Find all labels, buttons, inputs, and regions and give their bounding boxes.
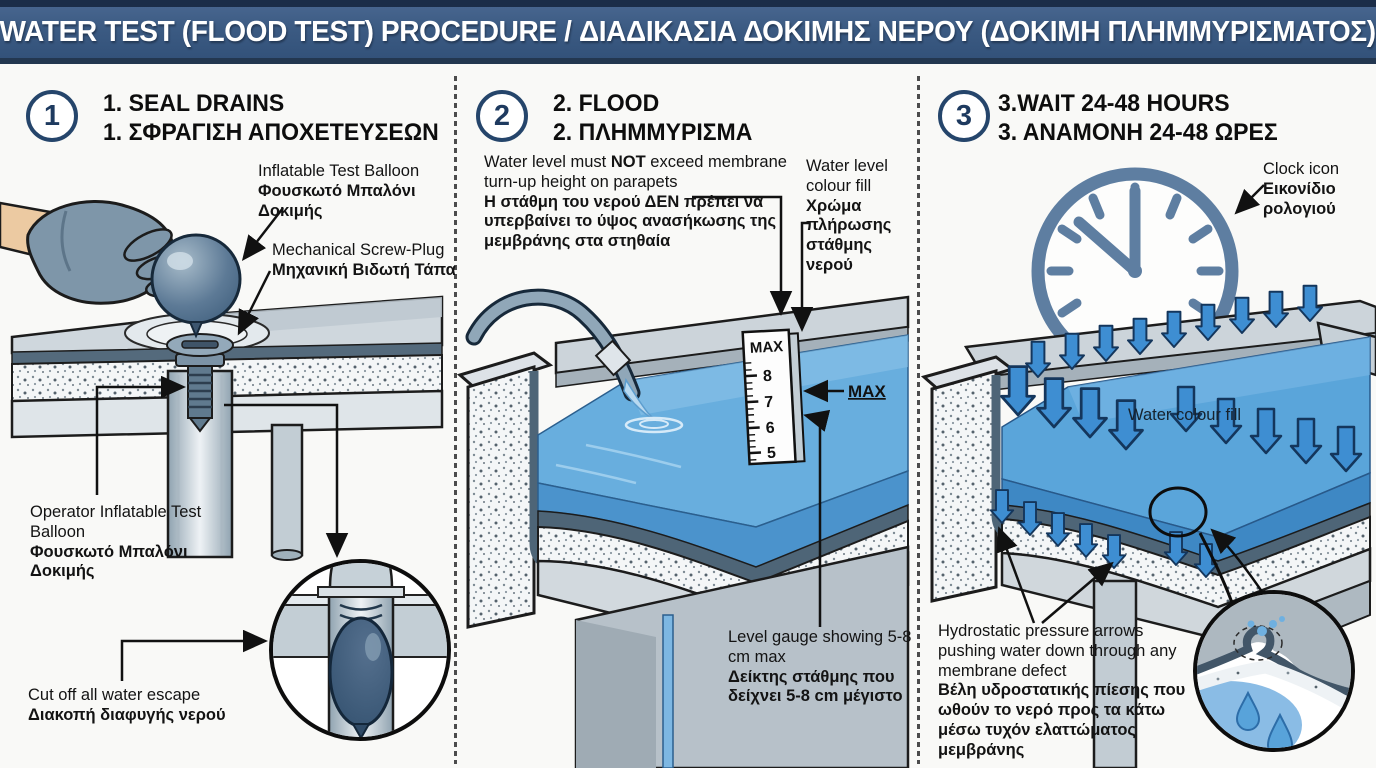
label-inflatable-test-balloon-el: Φουσκωτό Μπαλόνι Δοκιμής <box>258 181 416 220</box>
note-el: Η στάθμη του νερού ΔΕΝ πρέπει να υπερβαί… <box>484 192 777 251</box>
drain-water-column <box>662 614 674 768</box>
detail-membrane-defect <box>1197 594 1351 748</box>
max-callout: MAX <box>803 379 886 403</box>
step-2-digit: 2 <box>493 99 511 132</box>
step-2-number: 2 <box>476 90 528 142</box>
back-parapet <box>554 295 910 388</box>
step-3-digit: 3 <box>955 99 973 132</box>
label-hydrostatic-note-en: Hydrostatic pressure arrows pushing wate… <box>938 622 1177 680</box>
callout-lines-step2 <box>692 195 831 627</box>
note-en-bold: NOT <box>610 153 646 171</box>
label-water-colour-fill: Water colour fill <box>1128 406 1241 426</box>
step-1-number: 1 <box>26 90 78 142</box>
label-cut-off-water: Cut off all water escape Διακοπή διαφυγή… <box>28 686 268 726</box>
step-2-title: 2. FLOOD 2. ΠΛΗΜΜΥΡΙΣΜΑ <box>553 89 752 148</box>
step-3-number: 3 <box>938 90 990 142</box>
label-water-level-colour-fill-el: Χρώμα πλήρωσης στάθμης νερού <box>806 196 892 274</box>
title-bar: WATER TEST (FLOOD TEST) PROCEDURE / ΔΙΑΔ… <box>0 0 1376 64</box>
label-mechanical-screw-plug-el: Μηχανική Βιδωτή Τάπα <box>272 260 456 279</box>
step-3-title: 3.WAIT 24-48 HOURS 3. ΑΝΑΜΟΝΗ 24-48 ΩΡΕΣ <box>998 89 1278 148</box>
panel-divider-2 <box>917 76 920 764</box>
panel-divider-1 <box>454 76 457 764</box>
step-1-title-el: 1. ΣΦΡΑΓΙΣΗ ΑΠΟΧΕΤΕΥΣΕΩΝ <box>103 119 439 147</box>
flood-illustration: MAX 8 7 6 5 MAX <box>456 195 910 768</box>
gauge-tick-8: 8 <box>763 368 773 385</box>
step-1-digit: 1 <box>43 99 61 132</box>
page-title: WATER TEST (FLOOD TEST) PROCEDURE / ΔΙΑΔ… <box>0 16 1376 48</box>
step-1-title: 1. SEAL DRAINS 1. ΣΦΡΑΓΙΣΗ ΑΠΟΧΕΤΕΥΣΕΩΝ <box>103 89 439 148</box>
callout-lines-step3 <box>996 184 1265 624</box>
label-inflatable-test-balloon: Inflatable Test Balloon Φουσκωτό Μπαλόνι… <box>258 162 444 221</box>
water-droplet <box>1235 690 1261 731</box>
support-structure <box>574 545 910 768</box>
step-3-title-en: 3.WAIT 24-48 HOURS <box>998 90 1230 117</box>
label-hydrostatic-note-el: Βέλη υδροστατικής πίεσης που ωθούν το νε… <box>938 681 1186 759</box>
label-clock-icon-el: Εικονίδιο ρολογιού <box>1263 179 1336 218</box>
water-hose <box>465 288 684 434</box>
gauge-tick-5: 5 <box>767 445 777 462</box>
label-clock-icon-en: Clock icon <box>1263 160 1340 178</box>
label-operator-balloon-el: Φουσκωτό Μπαλόνι Δοκιμής <box>30 542 188 581</box>
label-water-level-colour-fill: Water level colour fill Χρώμα πλήρωσης σ… <box>806 157 914 276</box>
detail-balloon-in-pipe <box>273 563 447 737</box>
label-water-level-colour-fill-en: Water level colour fill <box>806 157 888 195</box>
seal-drains-illustration <box>0 200 451 741</box>
label-operator-balloon: Operator Inflatable Test Balloon Φουσκωτ… <box>30 503 206 582</box>
max-callout-text: MAX <box>848 382 886 401</box>
label-level-gauge-note-en: Level gauge showing 5-8 cm max <box>728 628 912 666</box>
gloved-hand <box>0 200 188 305</box>
label-cut-off-water-el: Διακοπή διαφυγής νερού <box>28 705 226 724</box>
level-gauge: MAX 8 7 6 5 <box>741 328 806 466</box>
wait-hydrostatic-illustration <box>920 167 1376 768</box>
gauge-tick-6: 6 <box>765 420 775 437</box>
gauge-tick-7: 7 <box>764 394 774 411</box>
label-operator-balloon-en: Operator Inflatable Test Balloon <box>30 503 202 541</box>
label-level-gauge-note-el: Δείκτης στάθμης που δείχνει 5-8 cm μέγισ… <box>728 667 903 706</box>
label-water-level-note: Water level must NOT exceed membrane tur… <box>484 153 796 252</box>
mechanical-screw-plug <box>166 333 234 433</box>
label-mechanical-screw-plug: Mechanical Screw-Plug Μηχανική Βιδωτή Τά… <box>272 241 458 281</box>
callout-lines-step1 <box>95 207 349 681</box>
label-clock-icon: Clock icon Εικονίδιο ρολογιού <box>1263 160 1373 219</box>
note-en-pre: Water level must <box>484 153 611 171</box>
side-pipe <box>270 423 304 561</box>
step-2-title-en: 2. FLOOD <box>553 90 660 117</box>
label-inflatable-test-balloon-en: Inflatable Test Balloon <box>258 162 420 180</box>
label-mechanical-screw-plug-en: Mechanical Screw-Plug <box>272 241 445 259</box>
label-water-colour-fill-text: Water colour fill <box>1128 406 1242 424</box>
inflatable-test-balloon <box>150 233 242 339</box>
step-1-title-en: 1. SEAL DRAINS <box>103 90 285 117</box>
note-en-post: exceed membrane turn-up height on parape… <box>484 153 787 191</box>
gauge-max-text: MAX <box>749 338 783 357</box>
leak-splash <box>1247 616 1285 636</box>
label-cut-off-water-en: Cut off all water escape <box>28 686 201 704</box>
label-level-gauge-note: Level gauge showing 5-8 cm max Δείκτης σ… <box>728 628 928 707</box>
water-droplet <box>1266 712 1294 748</box>
label-hydrostatic-note: Hydrostatic pressure arrows pushing wate… <box>938 622 1200 761</box>
step-3-title-el: 3. ΑΝΑΜΟΝΗ 24-48 ΩΡΕΣ <box>998 119 1278 147</box>
step-2-title-el: 2. ΠΛΗΜΜΥΡΙΣΜΑ <box>553 119 753 147</box>
